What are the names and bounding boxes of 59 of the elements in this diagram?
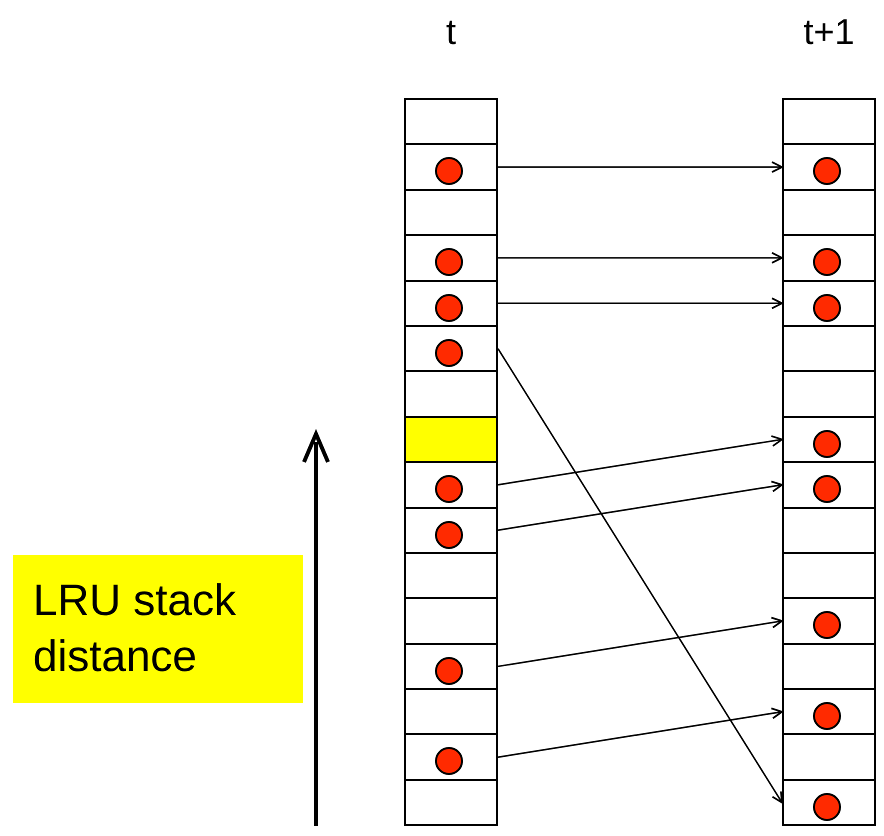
stack-cell (404, 234, 498, 282)
stack-cell (404, 688, 498, 736)
stack-cell (782, 642, 876, 690)
stack-cell (782, 98, 876, 146)
highlighted-cell (404, 416, 498, 464)
stack-cell (404, 324, 498, 372)
stack-cell (404, 778, 498, 826)
marker-dot (813, 792, 841, 821)
marker-dot (813, 157, 841, 186)
stack-cell (782, 688, 876, 736)
marker-dot (435, 338, 463, 367)
stack-cell (782, 234, 876, 282)
marker-dot (435, 475, 463, 504)
arrow (498, 161, 783, 173)
marker-dot (813, 611, 841, 640)
marker-dot (813, 475, 841, 504)
stack-cell (404, 370, 498, 418)
stack-cell (782, 324, 876, 372)
stack-cell (782, 188, 876, 236)
marker-dot (813, 294, 841, 322)
marker-dot (435, 747, 463, 776)
column-heading: t (444, 10, 457, 54)
marker-dot (435, 157, 463, 186)
arrow (498, 435, 783, 486)
stack-cell (782, 552, 876, 600)
marker-dot (813, 702, 841, 730)
stack-cell (404, 143, 498, 191)
stack-cell (782, 597, 876, 645)
stack-cell (404, 280, 498, 327)
stack-cell (404, 597, 498, 645)
stack-cell (404, 552, 498, 600)
stack-cell (782, 733, 876, 781)
marker-dot (435, 520, 463, 549)
marker-dot (435, 294, 463, 322)
stack-cell (404, 188, 498, 236)
marker-dot (435, 656, 463, 685)
stack-cell (404, 461, 498, 509)
column-heading: t+1 (802, 10, 856, 54)
stack-cell (782, 280, 876, 327)
stack-cell (404, 642, 498, 690)
marker-dot (813, 248, 841, 276)
stack-cell (782, 416, 876, 464)
stack-cell (782, 370, 876, 418)
arrow (498, 616, 783, 668)
stack-cell (782, 143, 876, 191)
arrow (497, 348, 783, 804)
arrow (498, 252, 783, 264)
arrow (498, 480, 783, 531)
stack-cell (404, 506, 498, 554)
arrow (498, 297, 783, 310)
stack-cell (404, 98, 498, 146)
stack-cell (782, 461, 876, 509)
label-box: LRU stack distance (13, 555, 303, 703)
marker-dot (435, 248, 463, 276)
stack-cell (782, 778, 876, 826)
stack-cell (404, 733, 498, 781)
arrow (498, 708, 783, 758)
marker-dot (813, 430, 841, 458)
stack-cell (782, 506, 876, 554)
